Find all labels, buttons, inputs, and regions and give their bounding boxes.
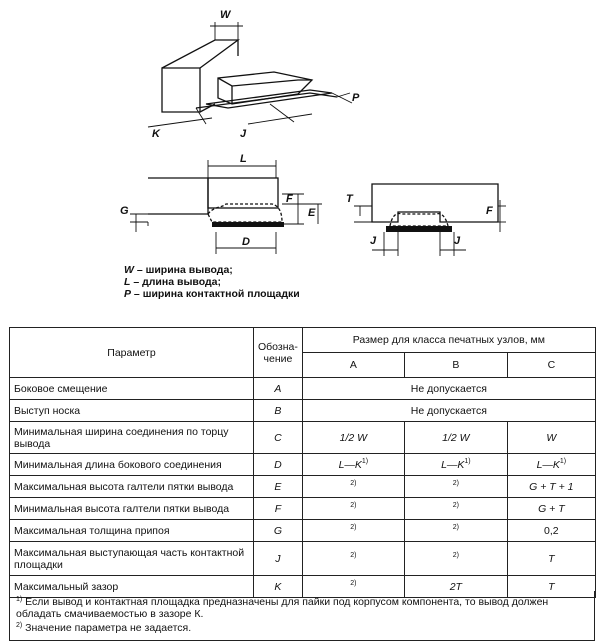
header-class-c: C [506,352,596,378]
end-solder [389,212,449,227]
side-lead [148,177,209,215]
dim-label-j-top: J [240,128,247,140]
dim-label-j-left: J [370,235,377,247]
iso-lead-body [161,67,201,113]
dim-label-p: P [352,92,360,104]
header-class-a: A [301,352,405,378]
table-row: Выступ носка B Не допускается [9,399,596,422]
side-pad-left [212,222,284,227]
table-row: Боковое смещение A Не допускается [9,377,596,400]
table-row: Минимальная длина бокового соединения D … [9,453,596,476]
dim-label-g: G [120,205,129,217]
side-solder-fillet [207,203,283,223]
footnote-1: 1) Если вывод и контактная площадка пред… [16,596,549,620]
footnote-2: 2) Значение параметра не задается. [16,622,192,634]
table-row: Минимальная высота галтели пятки вывода … [9,497,596,520]
header-param: Параметр [9,327,254,378]
side-component [207,177,279,209]
table-row: Максимальная высота галтели пятки вывода… [9,475,596,498]
end-lead [371,183,499,223]
dim-label-e: E [308,207,316,219]
table-row: Максимальная выступающая часть контактно… [9,541,596,576]
dim-label-l: L [240,153,247,165]
legend-item-w: W – ширина вывода; [124,264,233,276]
dim-label-d: D [242,236,250,248]
table-row: Минимальная ширина соединения по торцу в… [9,421,596,454]
end-pad [386,226,452,232]
legend-item-p: P – ширина контактной площадки [124,288,300,300]
dim-label-k: K [152,128,161,140]
dim-label-t: T [346,193,354,205]
dim-label-w: W [220,9,232,21]
header-class-b: B [403,352,508,378]
lead-solder-joint-figure: W P K J L G F E D T J J F [120,9,506,256]
header-symbol: Обозна- чение [253,327,303,378]
dim-label-f-right: F [486,205,493,217]
header-size-group: Размер для класса печатных узлов, мм [301,327,596,353]
figure-legend: W – ширина вывода; L – длина вывода; P –… [124,264,300,300]
dim-label-j-right: J [454,235,461,247]
table-row: Максимальная толщина припоя G 2) 2) 0,2 [9,519,596,542]
table-footnotes: 1) Если вывод и контактная площадка пред… [9,591,595,641]
legend-item-l: L – длина вывода; [124,276,221,288]
parameter-table: Параметр Обозна- чение Размер для класса… [9,327,596,598]
dim-label-f-left: F [286,193,293,205]
table-row: Максимальный зазор K 2) 2T T [9,575,596,598]
